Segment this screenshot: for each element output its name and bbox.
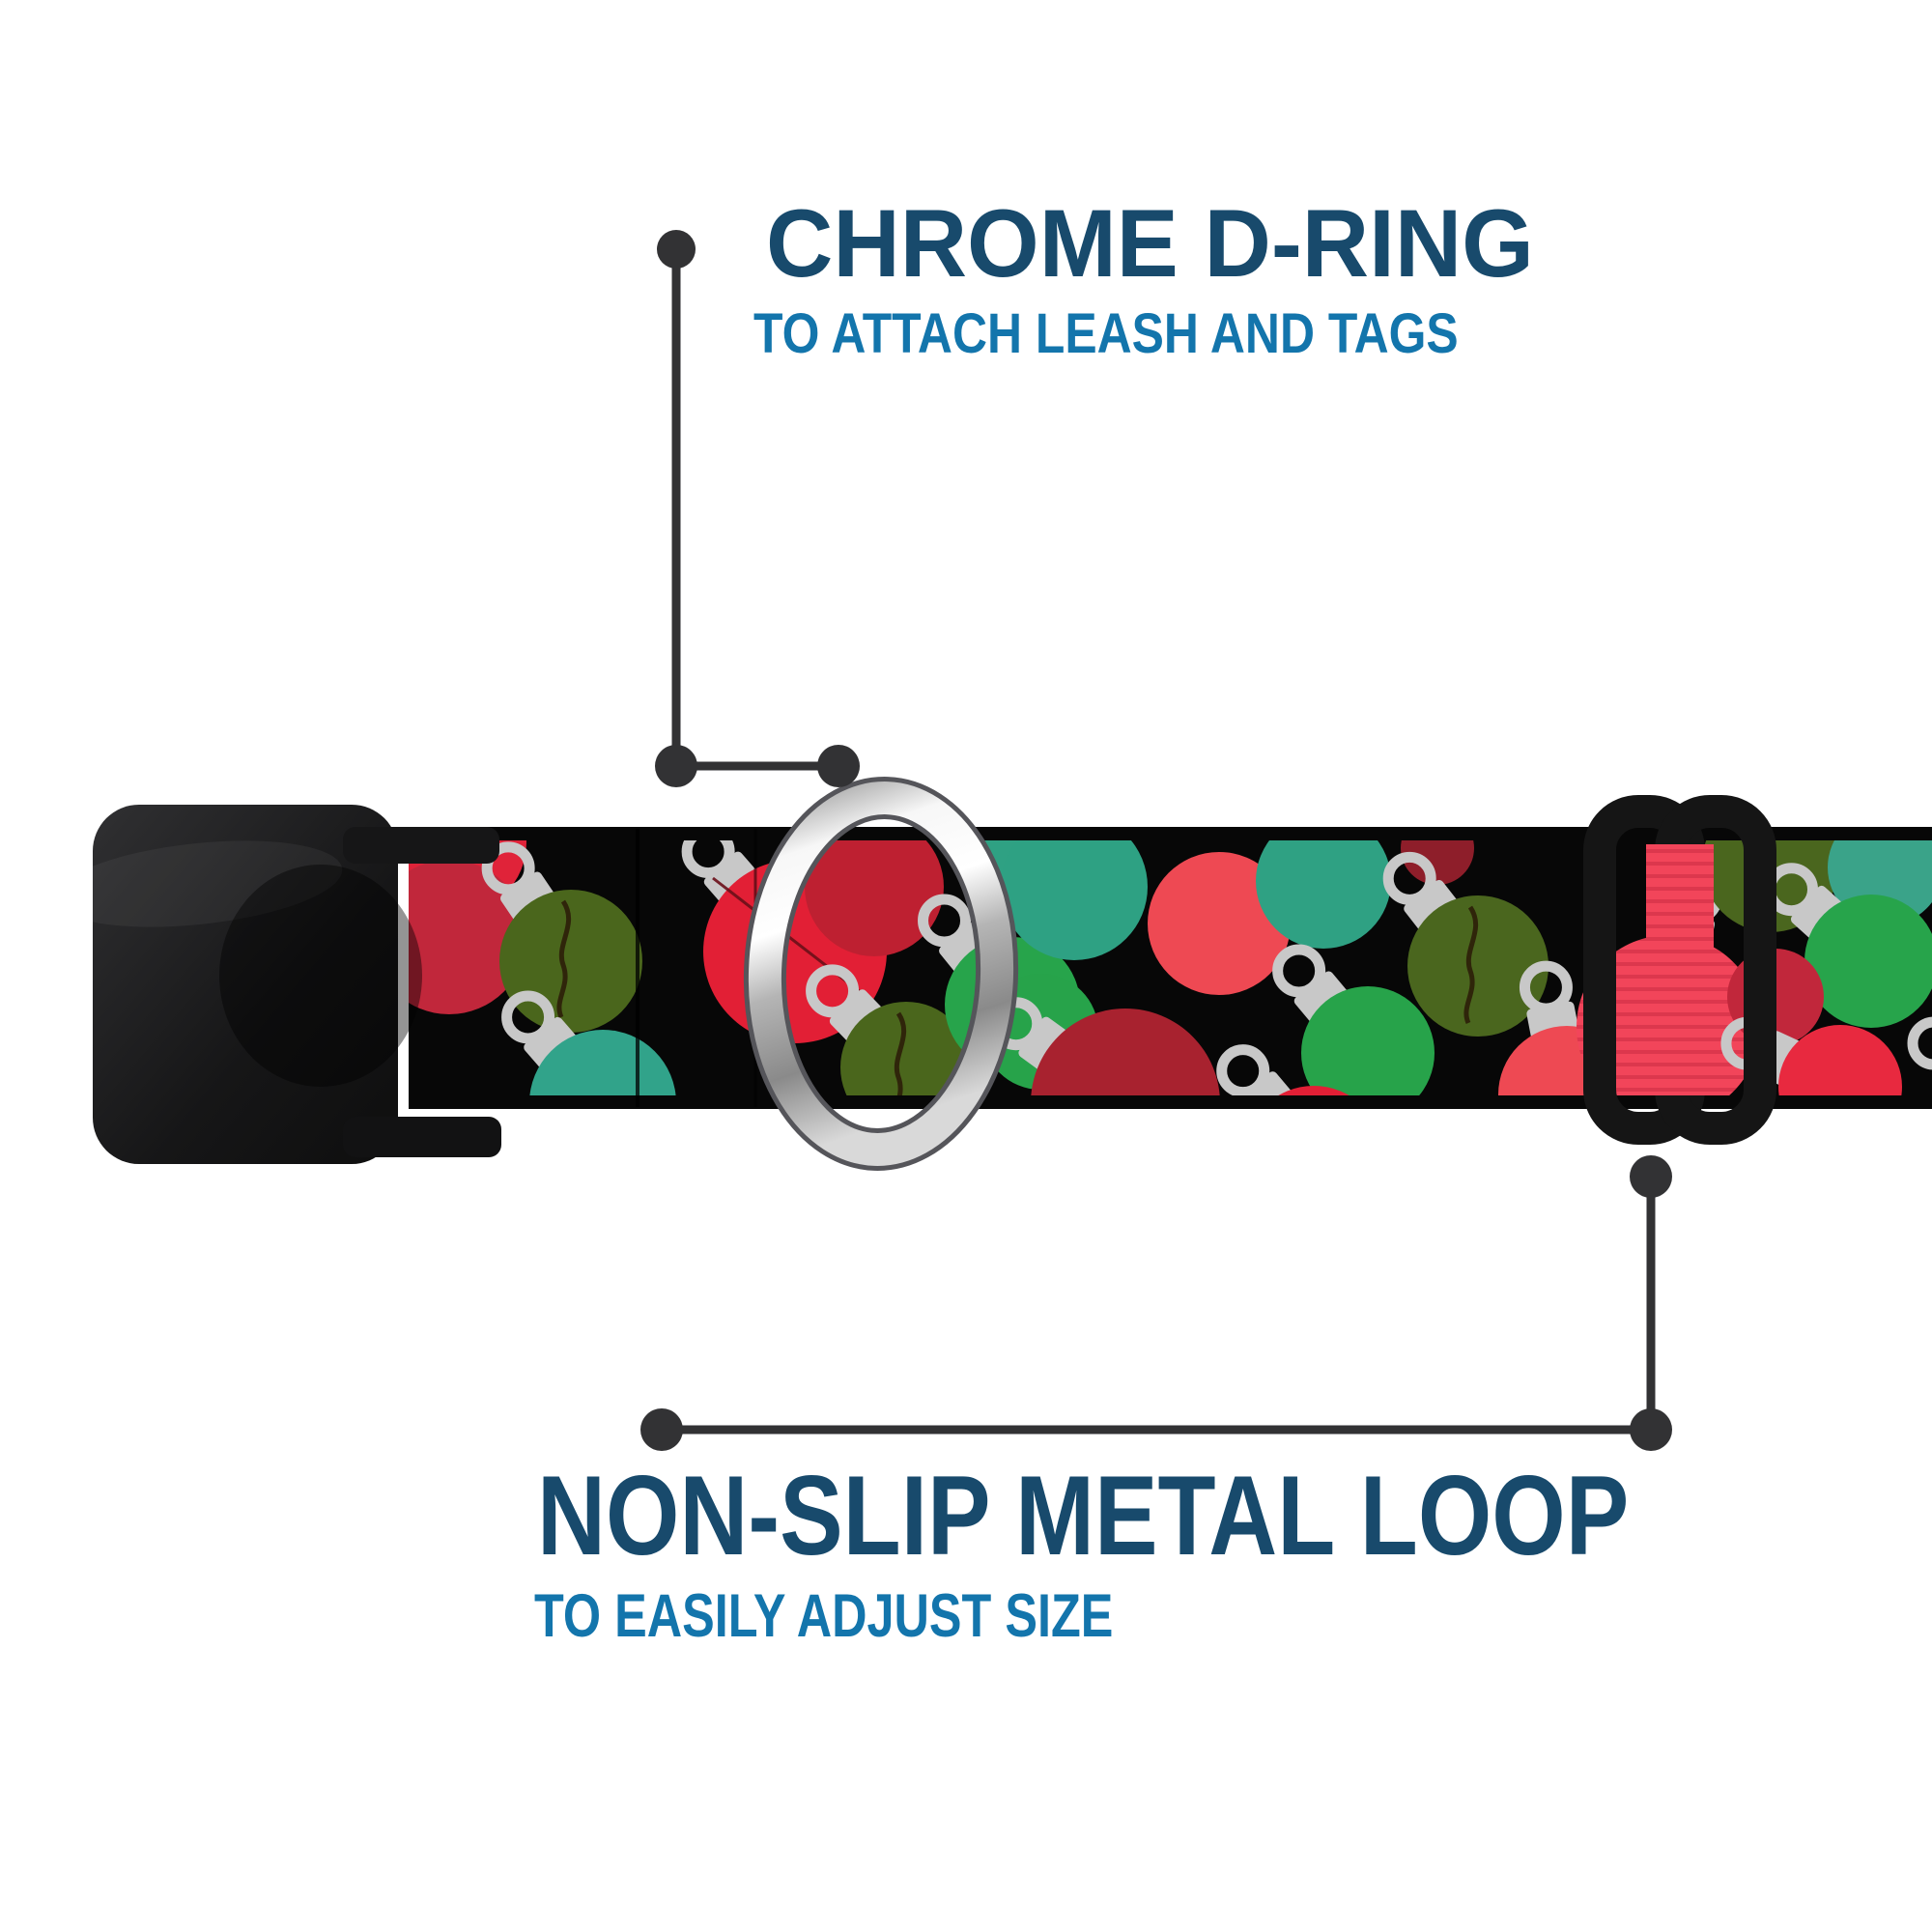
ornament-ball-icon xyxy=(840,1002,972,1095)
top-callout-title: CHROME D-RING xyxy=(766,189,1534,297)
ornament-hanger-wire-icon xyxy=(894,1011,907,1095)
ornament-cap-icon xyxy=(1018,1016,1073,1074)
ornament-cap-icon xyxy=(1237,1071,1295,1095)
d-ring-chrome xyxy=(748,781,1014,1166)
ornament-cap-icon xyxy=(1790,885,1847,943)
ornament-cap-ring-icon xyxy=(1474,1132,1517,1175)
ornament-ball-icon xyxy=(1001,840,1148,960)
ornament-ball-icon xyxy=(1278,1086,1350,1095)
callout-dot-icon xyxy=(1630,1155,1672,1198)
top-callout-subtitle: TO ATTACH LEASH AND TAGS xyxy=(753,302,1459,365)
ornament-cap-icon xyxy=(1404,879,1461,935)
ornament-ball-icon xyxy=(805,840,944,956)
ornament-cap-ring-icon xyxy=(918,894,972,948)
side-release-buckle xyxy=(53,805,501,1164)
buckle-top-arm xyxy=(343,827,499,864)
ornament-cap-ring-icon xyxy=(1907,1016,1932,1070)
buckle-highlight xyxy=(53,840,343,927)
ornament-cap-icon xyxy=(703,851,761,907)
buckle-body xyxy=(93,805,398,1164)
ornament-ball-icon xyxy=(409,860,526,1014)
slide-adjuster xyxy=(1583,795,1776,1145)
ornament-cap-ring-icon xyxy=(481,841,535,895)
ornament-ball-icon xyxy=(1407,895,1548,1037)
ornament-cap-ring-icon xyxy=(1272,944,1326,998)
ornament-hanger-wire-icon xyxy=(1463,905,1479,1025)
ornament-cap-icon xyxy=(524,1016,581,1073)
ornament-ball-icon xyxy=(499,890,642,1033)
bottom-callout-subtitle: TO EASILY ADJUST SIZE xyxy=(534,1582,1114,1650)
bottom-callout-title: NON-SLIP METAL LOOP xyxy=(537,1452,1630,1578)
bottom-callout-pointer xyxy=(640,1155,1672,1451)
top-callout-pointer xyxy=(655,230,860,787)
ornament-ball-icon xyxy=(1256,840,1391,949)
ornament-ball-icon xyxy=(1804,895,1932,1028)
ornament-cap-icon xyxy=(829,989,887,1046)
callout-dot-icon xyxy=(657,230,696,269)
ornament-cap-icon xyxy=(1448,1155,1508,1211)
strap-through-slide xyxy=(1646,844,1714,1095)
ornament-cap-ring-icon xyxy=(681,840,735,879)
ornament-hanger-wire-icon xyxy=(556,899,572,1019)
buckle-bottom-arm xyxy=(343,1117,501,1157)
ornament-cap-icon xyxy=(499,871,557,926)
chrome-d-ring xyxy=(743,777,1019,1171)
ornament-ball-icon xyxy=(1401,840,1474,885)
ornament-ball-icon xyxy=(1778,1025,1902,1095)
callout-dot-icon xyxy=(817,745,860,787)
buckle-recess-shadow xyxy=(219,865,422,1087)
ornament-cap-ring-icon xyxy=(806,964,860,1018)
ornament-ball-icon xyxy=(1301,986,1435,1095)
ornament-ball-icon xyxy=(1148,852,1291,995)
ornament-cap-icon xyxy=(1293,971,1351,1027)
ornament-cap-ring-icon xyxy=(501,990,555,1044)
ornament-cap-ring-icon xyxy=(1382,851,1436,905)
ornament-cap-ring-icon xyxy=(1216,1044,1270,1095)
ornament-ball-icon xyxy=(1031,1009,1220,1095)
